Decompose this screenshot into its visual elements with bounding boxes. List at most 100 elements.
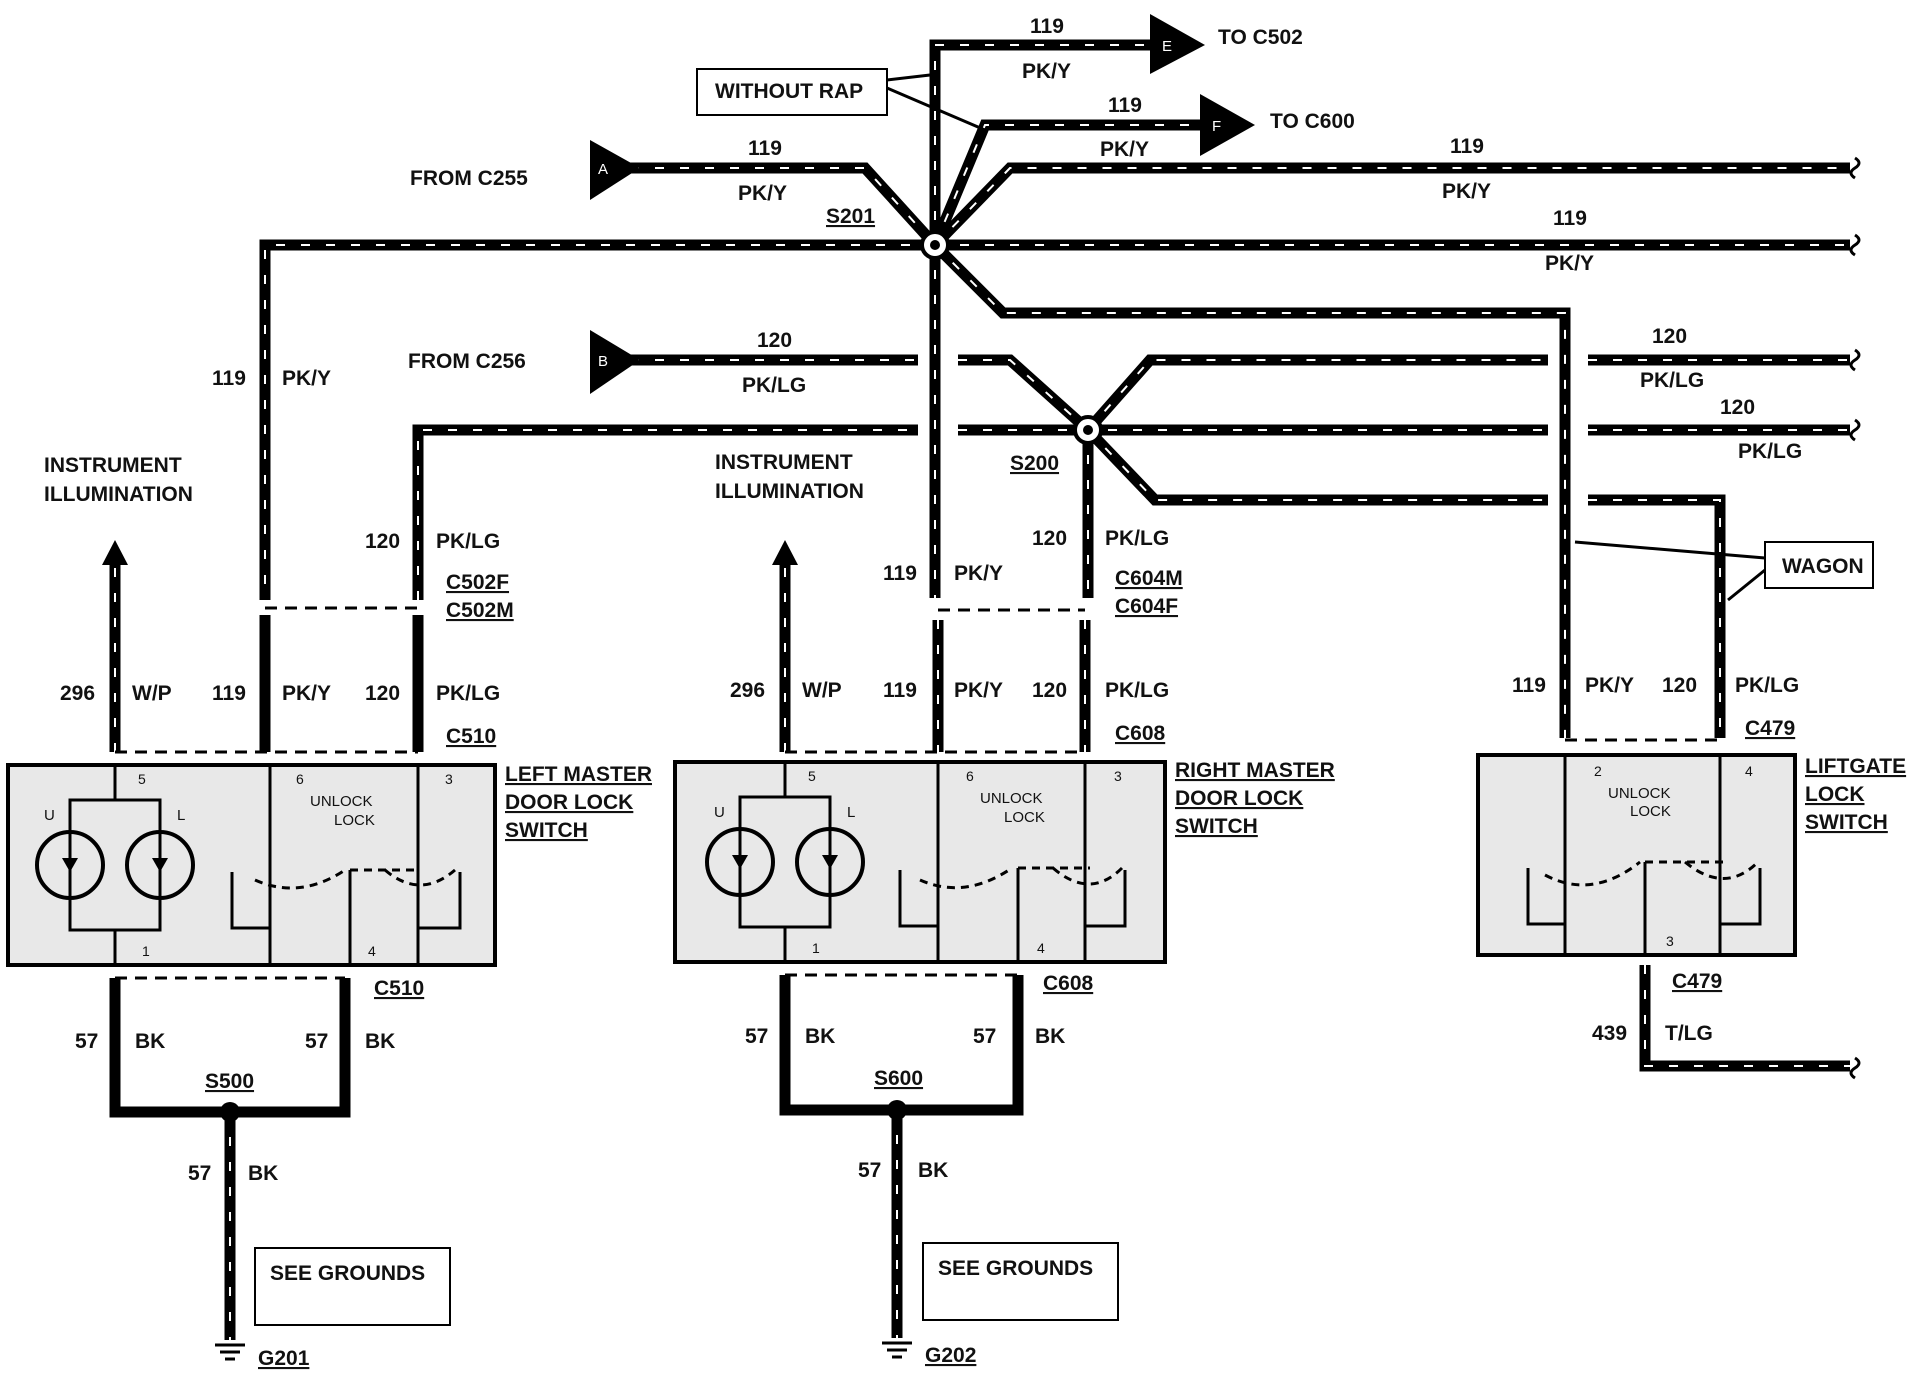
- svg-text:BK: BK: [248, 1162, 278, 1185]
- connector-e: E: [1150, 14, 1205, 74]
- wire-end-marks: [1849, 156, 1861, 1080]
- svg-text:PK/LG: PK/LG: [1105, 527, 1169, 550]
- svg-text:SWITCH: SWITCH: [1175, 815, 1258, 838]
- svg-text:119: 119: [748, 137, 782, 160]
- svg-text:C502M: C502M: [446, 599, 514, 622]
- svg-text:WITHOUT RAP: WITHOUT RAP: [715, 80, 863, 103]
- svg-text:TO C502: TO C502: [1218, 26, 1303, 49]
- svg-text:U: U: [44, 807, 55, 824]
- svg-text:296: 296: [730, 679, 765, 702]
- svg-text:E: E: [1162, 38, 1172, 55]
- svg-text:57: 57: [305, 1030, 328, 1053]
- svg-text:B: B: [598, 353, 608, 370]
- connector-f: F: [1200, 94, 1255, 156]
- svg-text:S600: S600: [874, 1067, 923, 1090]
- svg-text:WAGON: WAGON: [1782, 555, 1864, 578]
- svg-text:BK: BK: [805, 1025, 835, 1048]
- svg-text:LOCK: LOCK: [334, 812, 375, 829]
- svg-text:119: 119: [1030, 15, 1064, 38]
- svg-text:PK/LG: PK/LG: [1640, 369, 1704, 392]
- ground-wires: [109, 965, 1850, 1361]
- connector-b: B: [590, 330, 640, 394]
- svg-text:S500: S500: [205, 1070, 254, 1093]
- svg-text:PK/Y: PK/Y: [282, 367, 331, 390]
- svg-text:PK/LG: PK/LG: [436, 530, 500, 553]
- svg-text:PK/Y: PK/Y: [1022, 60, 1071, 83]
- svg-text:BK: BK: [1035, 1025, 1065, 1048]
- svg-text:3: 3: [1114, 768, 1122, 784]
- svg-text:120: 120: [757, 329, 792, 352]
- svg-text:3: 3: [1666, 933, 1674, 949]
- svg-text:120: 120: [1652, 325, 1687, 348]
- svg-text:L: L: [177, 807, 185, 824]
- svg-text:PK/LG: PK/LG: [1738, 440, 1802, 463]
- svg-text:5: 5: [808, 768, 816, 784]
- svg-text:6: 6: [966, 768, 974, 784]
- svg-text:2: 2: [1594, 763, 1602, 779]
- svg-text:C510: C510: [374, 977, 424, 1000]
- svg-text:S200: S200: [1010, 452, 1059, 475]
- svg-text:C510: C510: [446, 725, 496, 748]
- svg-text:C608: C608: [1115, 722, 1166, 745]
- see-grounds-box-1: [254, 1247, 451, 1326]
- svg-text:PK/Y: PK/Y: [282, 682, 331, 705]
- svg-text:BK: BK: [135, 1030, 165, 1053]
- right-master-door-lock-switch: 5 6 3 1 4 UNLOCK LOCK U L: [673, 760, 1167, 964]
- svg-text:C608: C608: [1043, 972, 1094, 995]
- svg-text:6: 6: [296, 771, 304, 787]
- wire-code-labels: 119 PK/Y 119 PK/Y 119 PK/Y 119 PK/Y 119 …: [60, 15, 1802, 1185]
- wire-group-120: [412, 354, 1850, 752]
- svg-text:120: 120: [1032, 679, 1067, 702]
- svg-text:3: 3: [445, 771, 453, 787]
- svg-text:FROM C255: FROM C255: [410, 167, 528, 190]
- svg-text:119: 119: [1512, 674, 1546, 697]
- svg-text:INSTRUMENT: INSTRUMENT: [44, 454, 182, 477]
- diagram-labels: TO C502 TO C600 WITHOUT RAP FROM C255 FR…: [44, 26, 1906, 1370]
- svg-text:G201: G201: [258, 1347, 310, 1370]
- svg-text:A: A: [598, 161, 608, 178]
- svg-text:57: 57: [188, 1162, 211, 1185]
- svg-text:L: L: [847, 804, 855, 821]
- see-grounds-box-2: [922, 1242, 1119, 1321]
- svg-text:57: 57: [858, 1159, 881, 1182]
- svg-text:120: 120: [365, 682, 400, 705]
- svg-text:SWITCH: SWITCH: [1805, 811, 1888, 834]
- svg-text:439: 439: [1592, 1022, 1627, 1045]
- svg-text:BK: BK: [365, 1030, 395, 1053]
- svg-text:4: 4: [1037, 940, 1045, 956]
- connector-a: A: [590, 140, 640, 200]
- svg-text:C479: C479: [1672, 970, 1722, 993]
- svg-text:C479: C479: [1745, 717, 1795, 740]
- svg-text:PK/Y: PK/Y: [954, 562, 1003, 585]
- svg-text:119: 119: [212, 682, 246, 705]
- svg-text:T/LG: T/LG: [1665, 1022, 1713, 1045]
- svg-text:LOCK: LOCK: [1630, 803, 1671, 820]
- svg-text:F: F: [1212, 118, 1221, 135]
- svg-text:1: 1: [142, 943, 150, 959]
- svg-text:119: 119: [883, 562, 917, 585]
- instrument-feed-wires: [102, 540, 798, 752]
- svg-text:SWITCH: SWITCH: [505, 819, 588, 842]
- svg-text:119: 119: [1450, 135, 1484, 158]
- svg-text:119: 119: [883, 679, 917, 702]
- svg-text:PK/Y: PK/Y: [1442, 180, 1491, 203]
- without-rap-box: [696, 68, 888, 116]
- svg-text:57: 57: [973, 1025, 996, 1048]
- svg-text:PK/Y: PK/Y: [1100, 138, 1149, 161]
- svg-text:UNLOCK: UNLOCK: [1608, 785, 1671, 802]
- svg-text:PK/LG: PK/LG: [1105, 679, 1169, 702]
- svg-text:4: 4: [1745, 763, 1753, 779]
- svg-text:1: 1: [812, 940, 820, 956]
- svg-text:ILLUMINATION: ILLUMINATION: [44, 483, 193, 506]
- wire-group-119: [259, 39, 1850, 752]
- svg-text:120: 120: [1662, 674, 1697, 697]
- svg-text:119: 119: [1108, 94, 1142, 117]
- svg-text:5: 5: [138, 771, 146, 787]
- svg-text:PK/LG: PK/LG: [1735, 674, 1799, 697]
- svg-text:C502F: C502F: [446, 571, 509, 594]
- svg-text:SEE GROUNDS: SEE GROUNDS: [270, 1262, 425, 1285]
- svg-text:120: 120: [1032, 527, 1067, 550]
- svg-text:57: 57: [745, 1025, 768, 1048]
- svg-text:DOOR LOCK: DOOR LOCK: [505, 791, 633, 814]
- svg-text:296: 296: [60, 682, 95, 705]
